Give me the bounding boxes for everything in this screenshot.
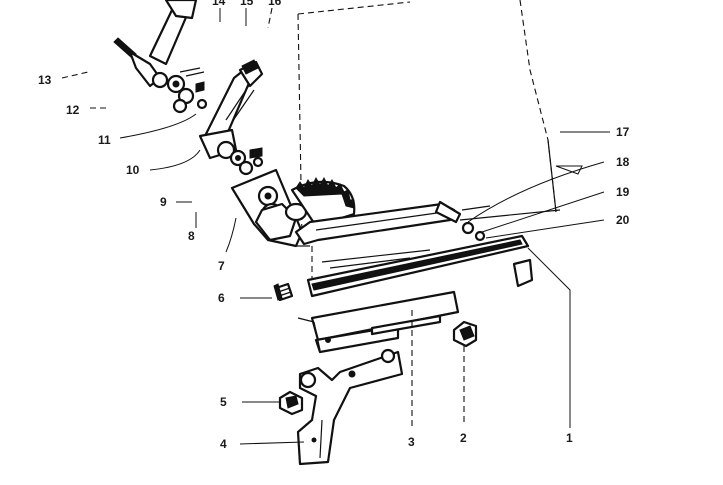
label-15: 15: [240, 0, 254, 8]
label-12: 12: [66, 103, 80, 117]
slotted-slide-plate: [310, 290, 460, 354]
glass-channel-rail: [306, 234, 534, 298]
bolt-part: [273, 282, 294, 302]
screw-part: [278, 390, 304, 416]
label-2: 2: [460, 431, 467, 445]
label-11: 11: [98, 133, 111, 147]
mounting-bracket: [296, 348, 404, 466]
label-1: 1: [566, 431, 573, 445]
upper-crank-arm: [113, 0, 208, 114]
lower-crank-arm: [198, 59, 264, 176]
leader-lines: [61, 7, 610, 445]
label-4: 4: [220, 437, 227, 451]
callout-labels: 1 2 3 4 5 6 7 8 9 10 11 12 13 14 15 16 1…: [38, 0, 630, 451]
label-3: 3: [408, 435, 415, 449]
label-20: 20: [616, 213, 630, 227]
label-17: 17: [616, 125, 630, 139]
nut-part: [452, 320, 478, 348]
label-5: 5: [220, 395, 227, 409]
label-16: 16: [268, 0, 282, 8]
regulator-gear-plate: [230, 168, 356, 248]
label-10: 10: [126, 163, 140, 177]
label-18: 18: [616, 155, 630, 169]
label-7: 7: [218, 259, 225, 273]
lifting-arm: [294, 200, 561, 246]
label-8: 8: [188, 229, 195, 243]
label-14: 14: [212, 0, 226, 8]
label-13: 13: [38, 73, 52, 87]
label-9: 9: [160, 195, 167, 209]
window-glass-outline: [297, 0, 557, 278]
label-6: 6: [218, 291, 225, 305]
label-19: 19: [616, 185, 630, 199]
